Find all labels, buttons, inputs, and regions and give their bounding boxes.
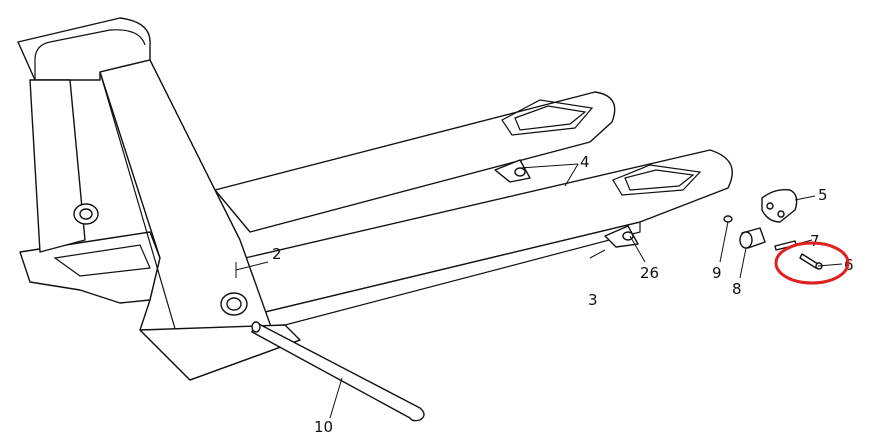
callout-26: 26	[640, 264, 659, 282]
fork-frame	[17, 17, 733, 381]
rod-part-10	[251, 321, 425, 422]
callout-10: 10	[314, 418, 333, 436]
bolt-part-6	[799, 253, 823, 270]
leader-lines	[235, 163, 843, 419]
frame-pin-front	[220, 292, 248, 316]
frame-pin-left	[73, 203, 99, 225]
callout-5: 5	[818, 186, 828, 204]
highlight-circle	[774, 241, 850, 285]
callout-2: 2	[272, 245, 282, 263]
bushing-part-8	[739, 227, 766, 249]
callout-9: 9	[712, 264, 722, 282]
pin-part-9	[723, 215, 733, 223]
callout-4: 4	[580, 153, 590, 171]
callout-8: 8	[732, 280, 742, 298]
plate-part-5	[761, 188, 798, 223]
callout-7: 7	[810, 232, 820, 250]
callout-3: 3	[588, 291, 598, 309]
